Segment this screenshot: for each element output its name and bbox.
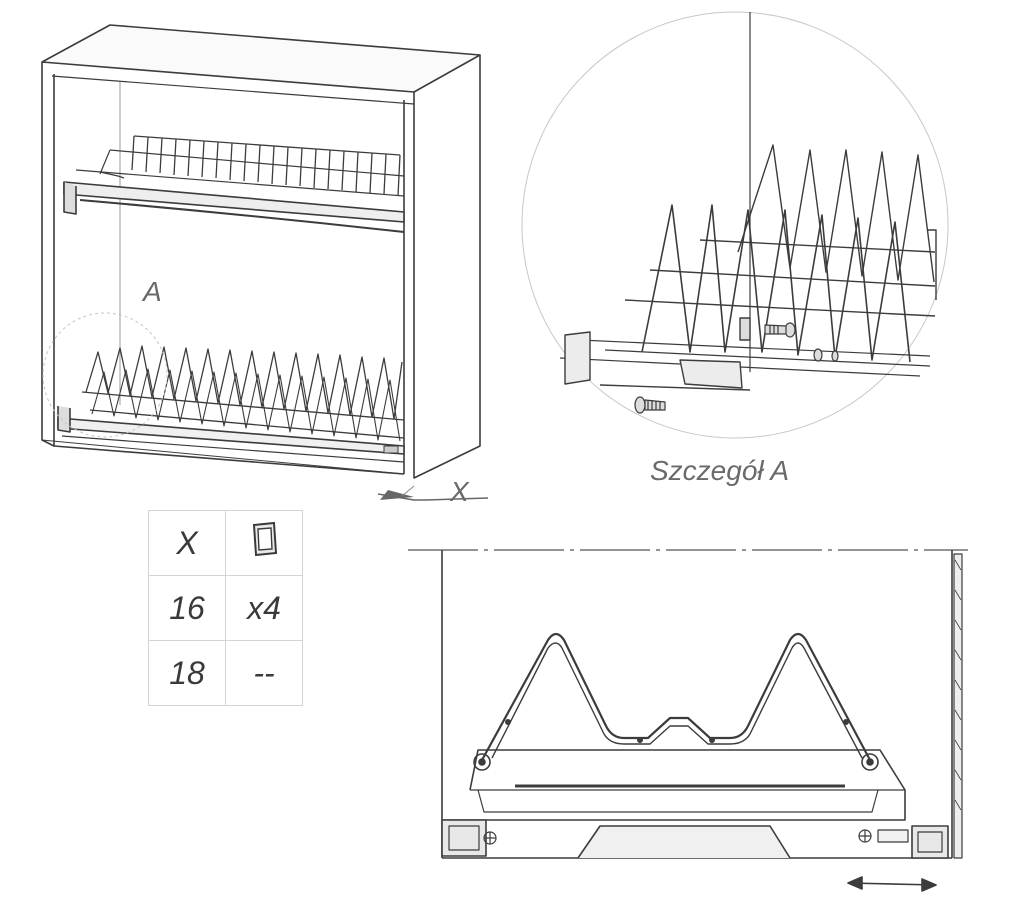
- upper-dish-rack: [63, 135, 405, 233]
- spec-quantity: x4: [225, 575, 303, 641]
- spec-header-row: X: [148, 510, 303, 576]
- spec-thickness: 16: [148, 575, 226, 641]
- spec-quantity: --: [225, 640, 303, 706]
- detail-a-drawing: [521, 11, 949, 439]
- spec-row: 16 x4: [148, 575, 303, 641]
- cabinet-drawing: [41, 24, 489, 501]
- spec-header-x: X: [148, 510, 226, 576]
- lower-dish-rack: [57, 345, 405, 463]
- spacer-pad-icon: [225, 510, 303, 576]
- spacer-pad-icon-graphic: [252, 521, 278, 557]
- front-view-drawing: [408, 549, 968, 892]
- spec-thickness: 18: [148, 640, 226, 706]
- spec-row: 18 --: [148, 640, 303, 706]
- dimension-x-label: X: [450, 476, 469, 507]
- spacer-spec-table: X 16 x4 18 --: [148, 510, 303, 706]
- detail-a-title: Szczegół A: [650, 455, 790, 486]
- detail-a-label: A: [143, 276, 162, 307]
